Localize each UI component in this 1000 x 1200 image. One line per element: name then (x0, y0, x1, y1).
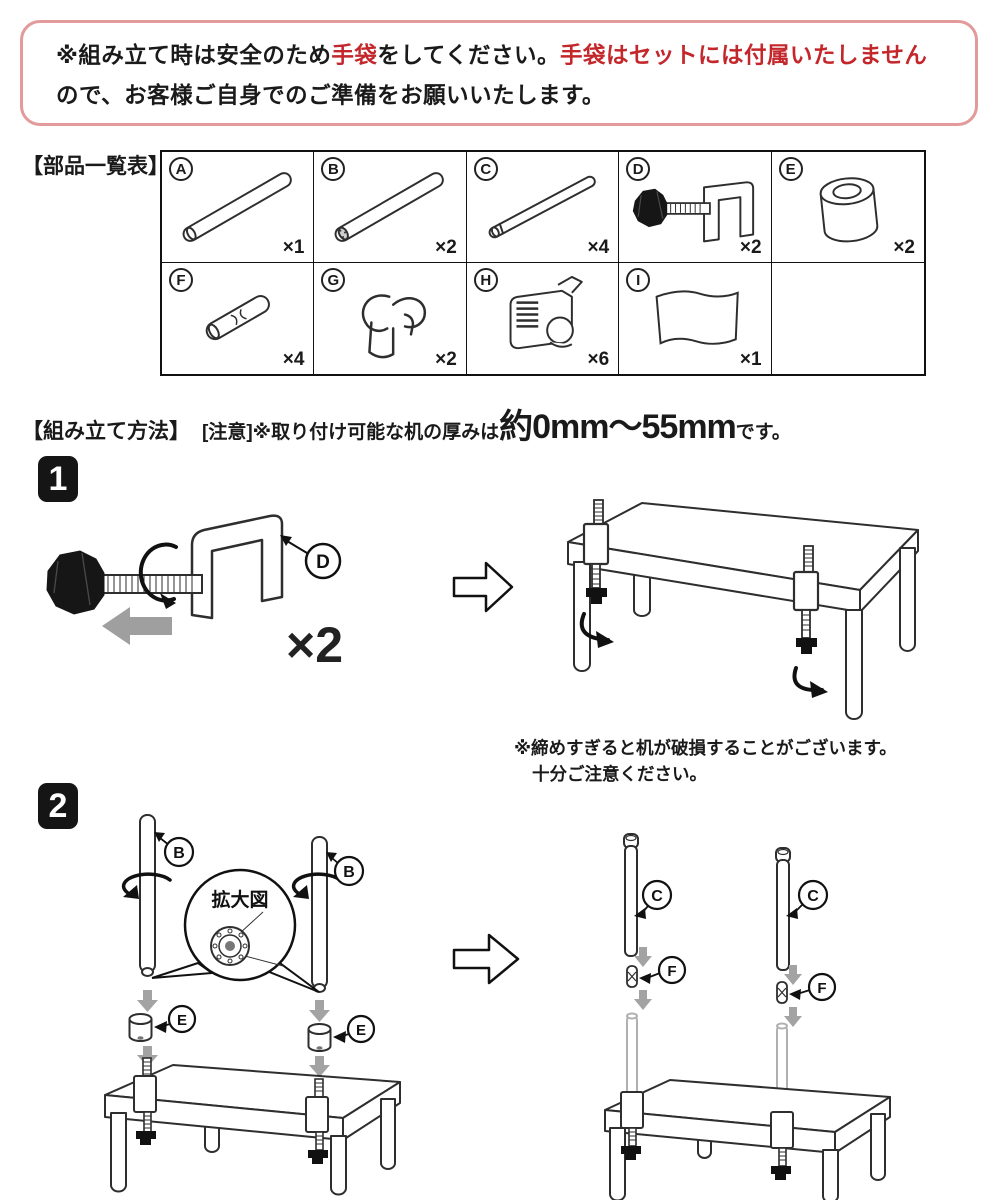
warning-text-red: 手袋はセットには付属いたしません (560, 43, 928, 68)
assembly-title: 【組み立て方法】 (22, 420, 190, 443)
assembly-note: [注意]※取り付け可能な机の厚みは (202, 422, 500, 443)
push-arrow-icon (102, 607, 172, 645)
part-cell-g: G ×2 (314, 263, 467, 374)
rotation-arrow-icon (138, 542, 178, 603)
svg-text:F: F (817, 980, 826, 997)
part-c-pipe-illustration (488, 175, 596, 239)
part-f-joint-illustration (205, 295, 270, 341)
assembly-thickness-range: 約0mm〜55mm (499, 408, 737, 446)
warning-text: ので、お客様ご自身でのご準備をお願いいたします。 (56, 83, 605, 109)
part-qty: ×4 (587, 237, 610, 258)
warning-text: をしてください。 (377, 43, 561, 68)
part-letter-badge: E (778, 157, 803, 181)
assembly-heading: 【組み立て方法】 [注意]※取り付け可能な机の厚みは 約0mm〜55mm です。 (22, 399, 791, 448)
down-arrow-icon (309, 1056, 330, 1077)
label-circle-c (641, 879, 673, 911)
svg-text:C: C (651, 888, 663, 905)
caution-line-2: 十分ご注意ください。 (532, 764, 707, 785)
part-cell-a: A ×1 (162, 152, 315, 263)
down-arrow-icon (634, 947, 652, 967)
part-qty: ×6 (587, 349, 610, 370)
next-step-arrow-icon (452, 561, 514, 613)
warning-line-1: ※組み立て時は安全のため手袋をしてください。手袋はセットには付属いたしません (56, 36, 955, 76)
part-cell-empty (772, 263, 924, 374)
step2-left-illustration: B B 拡大図 E (104, 814, 401, 1196)
part-cell-e: E ×2 (771, 152, 924, 263)
part-letter-badge: A (169, 157, 193, 181)
warning-text-red: 手袋 (331, 43, 378, 68)
next-step-arrow-icon (452, 933, 520, 985)
step1-clamp-illustration: D (46, 514, 342, 645)
svg-text:B: B (173, 845, 185, 862)
down-arrow-icon (784, 965, 802, 985)
svg-text:E: E (177, 1012, 187, 1029)
part-letter-badge: C (473, 157, 498, 181)
step1-caution: ※締めすぎると机が破損することがございます。 十分ご注意ください。 (514, 735, 897, 788)
part-d-clamp-illustration (632, 181, 755, 243)
label-circle-e (167, 1004, 197, 1034)
part-h-hook-clip-illustration (509, 275, 583, 350)
part-letter-badge: B (321, 157, 346, 181)
part-letter-badge: H (473, 268, 498, 292)
label-circle-c (797, 879, 829, 911)
rotation-arrow-icon (291, 872, 342, 895)
parts-list-title: 【部品一覧表】 (22, 155, 169, 178)
label-circle-d (304, 542, 342, 580)
warning-text: ※組み立て時は安全のため (56, 43, 332, 68)
part-qty: ×2 (435, 349, 457, 370)
svg-text:D: D (316, 552, 330, 573)
part-b-pipe-illustration (334, 172, 445, 242)
step1-number-badge: 1 (38, 456, 78, 502)
part-qty: ×2 (435, 237, 457, 258)
label-circle-b (163, 836, 195, 868)
part-cell-i: I ×1 (619, 263, 772, 374)
rotation-arrow-icon (121, 872, 172, 895)
caution-line-1: ※締めすぎると机が破損することがございます。 (514, 738, 897, 758)
down-arrow-icon (137, 990, 158, 1012)
part-qty: ×1 (739, 349, 762, 370)
assembly-note-suffix: です。 (735, 422, 791, 443)
part-qty: ×2 (739, 237, 762, 258)
down-arrow-icon (634, 990, 652, 1010)
step2-right-illustration: C C F F (604, 833, 891, 1200)
magnifier-circle (183, 868, 297, 982)
svg-text:拡大図: 拡大図 (211, 888, 268, 911)
part-letter-badge: G (321, 268, 346, 292)
part-qty: ×4 (282, 349, 305, 370)
step1-desk-illustration (567, 499, 919, 720)
warning-line-2: ので、お客様ご自身でのご準備をお願いいたします。 (56, 76, 955, 116)
part-cell-h: H ×6 (467, 263, 620, 374)
part-cell-c: C ×4 (466, 152, 620, 263)
label-circle-f (657, 955, 687, 985)
warning-box: ※組み立て時は安全のため手袋をしてください。手袋はセットには付属いたしません の… (20, 20, 978, 126)
part-qty: ×2 (893, 237, 915, 258)
part-a-pipe-illustration (182, 172, 292, 242)
label-circle-e (346, 1014, 376, 1044)
part-cell-b: B ×2 (314, 152, 467, 263)
down-arrow-icon (784, 1007, 802, 1027)
part-g-clip-illustration (362, 294, 427, 359)
label-circle-f (807, 972, 837, 1002)
label-circle-b (333, 855, 365, 887)
part-e-spacer-illustration (819, 177, 878, 243)
part-cell-d: D ×2 (619, 152, 772, 263)
step2-number-badge: 2 (38, 783, 78, 829)
step1-multiplier: ×2 (286, 617, 344, 673)
down-arrow-icon (137, 1046, 158, 1067)
part-cell-f: F ×4 (162, 263, 315, 374)
svg-text:B: B (343, 864, 355, 881)
down-arrow-icon (309, 1000, 330, 1022)
parts-table: A ×1 B ×2 C (160, 150, 926, 376)
part-letter-badge: D (626, 157, 651, 181)
svg-text:F: F (667, 963, 676, 980)
step2-result-desk (604, 1079, 891, 1200)
part-letter-badge: I (626, 268, 651, 292)
part-qty: ×1 (282, 237, 305, 258)
svg-text:C: C (807, 888, 819, 905)
part-i-sheet-illustration (655, 290, 739, 345)
svg-text:E: E (356, 1022, 366, 1039)
part-letter-badge: F (169, 268, 193, 292)
